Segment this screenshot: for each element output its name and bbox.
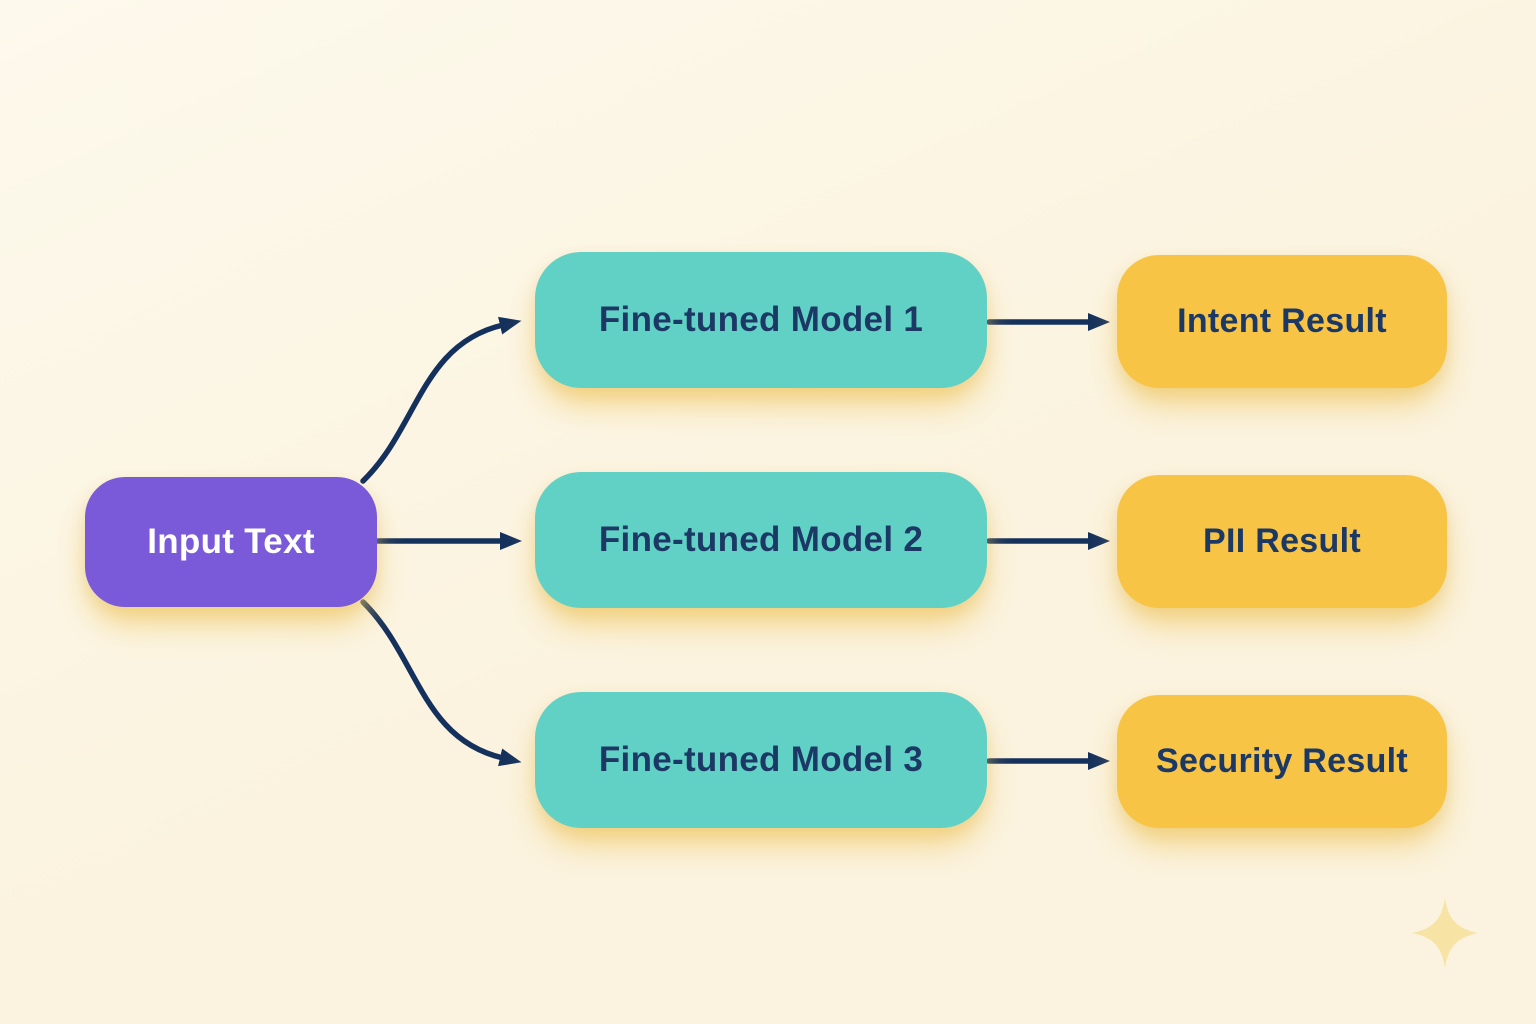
node-fine-tuned-model-3: Fine-tuned Model 3 [535, 692, 987, 828]
node-fine-tuned-model-1: Fine-tuned Model 1 [535, 252, 987, 388]
node-security-result: Security Result [1117, 695, 1447, 828]
node-fine-tuned-model-3-label: Fine-tuned Model 3 [598, 740, 924, 779]
node-input-text: Input Text [85, 477, 377, 607]
node-pii-result: PII Result [1117, 475, 1447, 608]
arrow-input-to-model3 [360, 599, 522, 767]
node-fine-tuned-model-1-label: Fine-tuned Model 1 [598, 300, 924, 339]
node-pii-result-label: PII Result [1203, 522, 1361, 560]
node-intent-result-label: Intent Result [1177, 302, 1387, 340]
arrow-input-to-model1 [360, 316, 522, 484]
sparkle-icon [1412, 898, 1478, 968]
node-security-result-label: Security Result [1155, 742, 1409, 780]
node-intent-result: Intent Result [1117, 255, 1447, 388]
node-fine-tuned-model-2-label: Fine-tuned Model 2 [598, 520, 924, 559]
node-input-text-label: Input Text [147, 522, 315, 561]
node-fine-tuned-model-2: Fine-tuned Model 2 [535, 472, 987, 608]
